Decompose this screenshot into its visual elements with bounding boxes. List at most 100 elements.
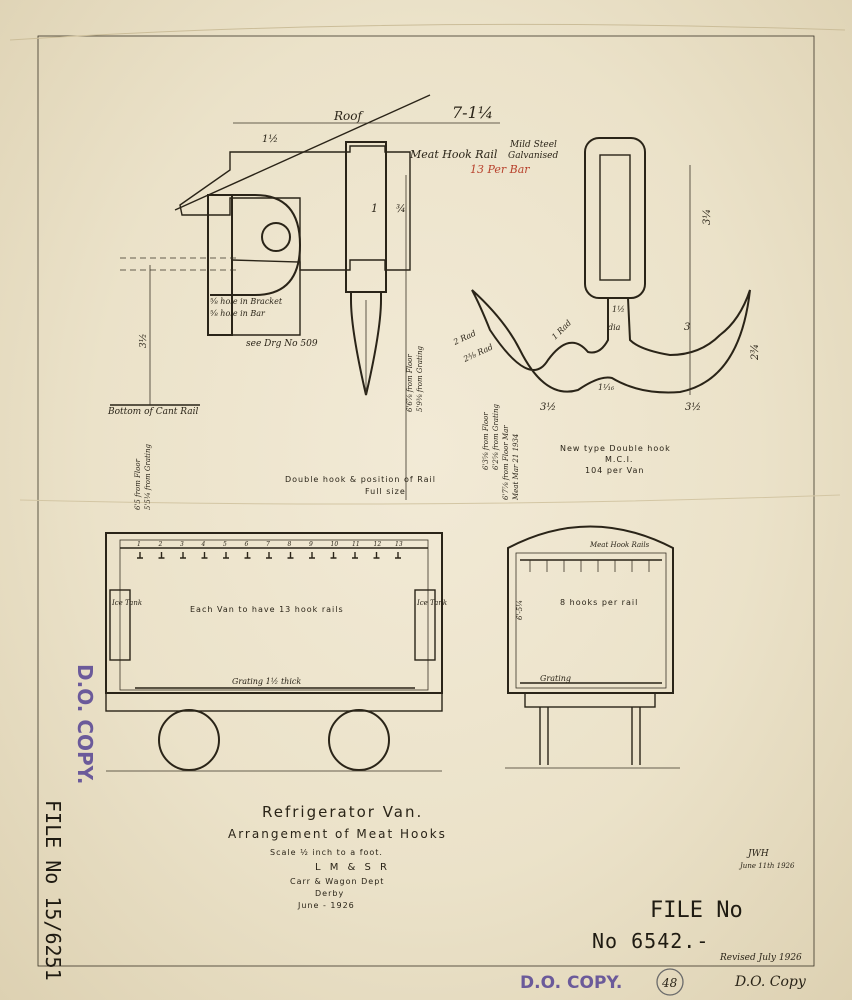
do-copy-stamp-left: D.O. COPY. [73, 664, 97, 784]
rail-number: 2 [158, 541, 163, 548]
bottom-cant-rail-label: Bottom of Cant Rail [107, 407, 198, 417]
company: L M & S R [315, 862, 390, 873]
ice-tank-left-label: Ice Tank [111, 599, 142, 607]
underframe [105, 692, 443, 712]
hole-bar-label: ⅝ hole in Bar [210, 309, 266, 318]
end-rail-label: Meat Hook Rails [589, 541, 650, 549]
hook-mark [137, 552, 143, 559]
hook-eye-outer [584, 137, 646, 299]
end-body [507, 525, 674, 694]
end-headstock [524, 692, 656, 708]
hook-eye-inner [599, 154, 631, 281]
ice-tank-right-label: Ice Tank [416, 599, 447, 607]
from-grating-1: 5'5¼ from Grating [144, 443, 152, 510]
from-grating-2: 5'9⅜ from Grating [416, 345, 424, 412]
rail-number: 1 [137, 541, 141, 548]
hook-body [471, 289, 751, 394]
galvanised-label: Galvanised [508, 151, 559, 161]
date: June - 1926 [297, 901, 355, 910]
from-grating-3: 6'2⅝ from Grating [492, 403, 500, 470]
rail-number: 11 [352, 541, 360, 548]
hook-mark [266, 552, 272, 559]
dim-1: 1 [371, 202, 378, 215]
roof-label: Roof [333, 109, 364, 123]
hook-mark [158, 552, 165, 559]
dim-1-half: 1½ [262, 134, 278, 145]
hook-mark [180, 552, 186, 559]
file-label: FILE No [650, 898, 743, 923]
from-floor-5: Meat Mar 21 1934 [512, 434, 520, 501]
ice-tank-right [414, 589, 436, 661]
see-drawing-label: see Drg No 509 [246, 339, 318, 349]
dim-7-1-4: 7-1¼ [452, 103, 493, 122]
full-size-label: Full size [365, 487, 406, 496]
dim-2-3-rad: 2⅜ Rad [461, 342, 494, 364]
hook-mark [373, 552, 380, 559]
dim-3-right: 3 [684, 322, 690, 333]
wheel-right [328, 709, 390, 771]
hooks-per-rail: 8 hooks per rail [560, 598, 638, 607]
bracket-plate [207, 194, 233, 336]
from-floor-4: 6'7⅞ from Floor Mar [502, 425, 510, 500]
subtitle: Arrangement of Meat Hooks [228, 827, 447, 841]
hook-mark [201, 552, 208, 559]
from-floor-3: 6'3⅝ from Floor [482, 412, 490, 470]
per-van-label: 104 per Van [585, 466, 644, 475]
rail-number: 4 [201, 541, 206, 548]
circle-number: 48 [661, 976, 678, 990]
double-hook: 3¼ 3 2¾ 3½ 3½ 1½ dia 1¹⁄₁₆ 2 Rad 2⅜ Rad … [285, 137, 761, 496]
title-block: Refrigerator Van. Arrangement of Meat Ho… [228, 803, 447, 910]
hook-mark [309, 552, 315, 559]
paper-crease [19, 494, 841, 505]
bracket [210, 194, 302, 296]
per-bar-label: 13 Per Bar [470, 163, 530, 176]
do-copy-stamp-bottom: D.O. COPY. [520, 973, 622, 993]
rail-number: 13 [395, 541, 403, 548]
full-size-title: Double hook & position of Rail [285, 475, 436, 484]
dim-1-rad: 1 Rad [550, 318, 573, 341]
end-hooks [529, 560, 650, 572]
rail-number: 3 [180, 541, 184, 548]
hook-mark [287, 552, 294, 559]
paper-fold [9, 23, 846, 41]
initials-date: June 11th 1926 [738, 862, 795, 870]
drawing-number: No 6542.- [592, 929, 709, 953]
dim-3-half-b: 3½ [540, 402, 556, 413]
drawing-border [37, 35, 815, 967]
file-number-stamp: FILE No 15/6251 [41, 800, 65, 981]
scale: Scale ½ inch to a foot. [270, 848, 383, 857]
do-copy-handwritten: D.O. Copy [734, 974, 807, 990]
dim-3-quarter: ¾ [396, 204, 406, 215]
dim-2-rad: 2 Rad [451, 329, 477, 348]
rail-bar [345, 141, 387, 293]
dim-1-1-half: 1½ [612, 305, 625, 314]
hook-rail-note: Each Van to have 13 hook rails [190, 605, 344, 614]
end-body-inner [515, 552, 667, 689]
dim-1-1-16: 1¹⁄₁₆ [598, 383, 615, 392]
rail-number: 7 [266, 541, 270, 548]
initials: JWH [746, 849, 769, 859]
end-grating-label: Grating [540, 674, 571, 683]
dim-2-3-4: 2¾ [750, 344, 761, 361]
hook-mark [223, 552, 229, 559]
rail-number: 10 [331, 541, 339, 548]
mild-steel-label: Mild Steel [509, 140, 557, 150]
hook-mark [395, 552, 401, 559]
dim-3-half: 3½ [138, 334, 149, 348]
dim-dia: dia [608, 323, 621, 332]
end-height: 6'-5¼ [516, 600, 524, 620]
rail-number: 8 [288, 541, 292, 548]
rail-number: 6 [245, 541, 249, 548]
bracket-lower [231, 259, 301, 336]
rail-position-detail: Roof 7-1¼ 1½ 1 ¾ Meat Hook Rail Mild Ste… [107, 94, 559, 510]
van-body-inner [119, 539, 429, 691]
new-type-label: New type Double hook [560, 444, 671, 453]
dim-3-half-c: 3½ [685, 402, 701, 413]
ice-tank-left [109, 589, 131, 661]
hook-mark [244, 552, 251, 559]
meat-hook-rail-label: Meat Hook Rail [409, 148, 498, 161]
rail-number: 5 [223, 541, 227, 548]
wheel-left [158, 709, 220, 771]
